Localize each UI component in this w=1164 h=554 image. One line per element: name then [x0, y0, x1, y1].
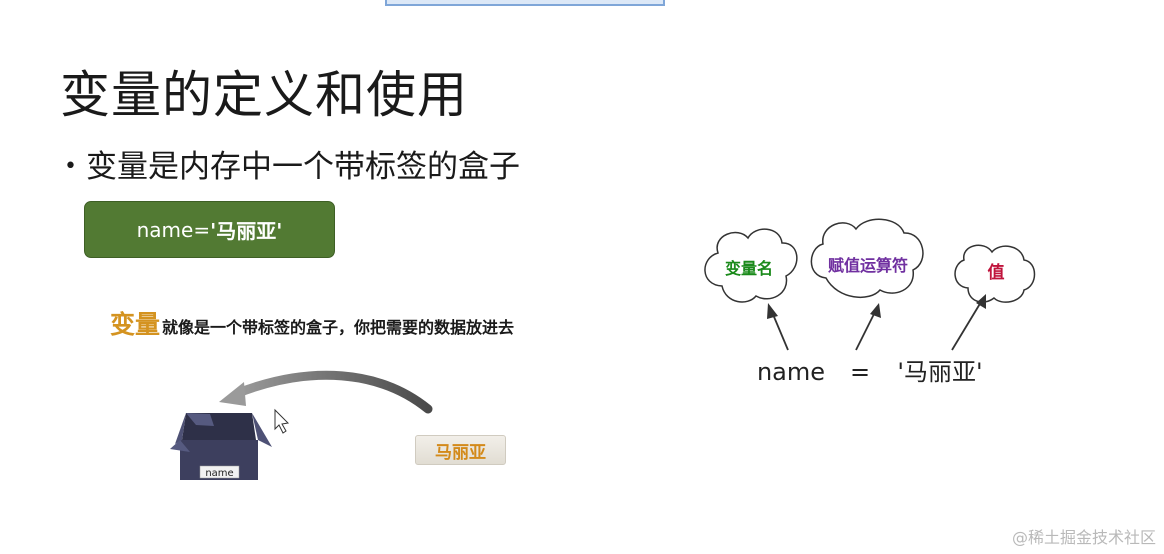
cloud-assignment-operator-icon	[810, 218, 924, 298]
watermark: @稀土掘金技术社区	[1011, 528, 1156, 547]
illustration-caption: 变量就像是一个带标签的盒子，你把需要的数据放进去	[110, 305, 514, 341]
caption-text: 就像是一个带标签的盒子，你把需要的数据放进去	[162, 318, 515, 337]
cloud-value-icon	[954, 244, 1036, 303]
code-example-box: name='马丽亚'	[84, 201, 335, 258]
top-toolbar-edge	[385, 0, 665, 6]
bullet-point: • 变量是内存中一个带标签的盒子	[64, 141, 520, 186]
expression-name: name	[757, 358, 825, 386]
drop-arrow-icon	[219, 370, 433, 414]
expression-value: '马丽亚'	[897, 358, 982, 386]
value-tag: 马丽亚	[415, 435, 506, 465]
mouse-cursor-icon	[274, 408, 290, 434]
cloud-variable-name-icon	[704, 228, 798, 303]
cloud-label-assignment-operator: 赋值运算符	[828, 256, 908, 275]
caption-highlight: 变量	[110, 310, 161, 339]
cloud-label-value: 值	[988, 262, 1005, 283]
box-label: name	[205, 468, 233, 479]
bullet-text: 变量是内存中一个带标签的盒子	[86, 149, 520, 185]
code-value: '马丽亚'	[210, 219, 283, 243]
expression-operator: =	[850, 358, 870, 386]
pointer-arrow-icon	[767, 294, 986, 351]
cloud-label-variable-name: 变量名	[725, 259, 773, 278]
code-prefix: name=	[136, 217, 211, 242]
slide-title: 变量的定义和使用	[60, 66, 468, 124]
bullet-dot-icon: •	[64, 154, 77, 179]
box-icon	[170, 413, 272, 480]
